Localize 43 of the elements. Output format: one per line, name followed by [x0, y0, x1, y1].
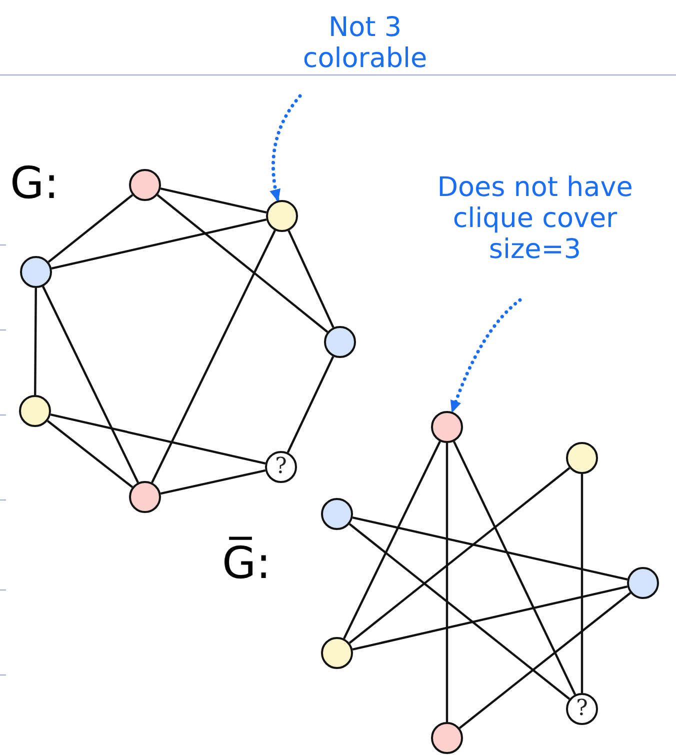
graph-edge — [452, 440, 576, 696]
graph-edge — [458, 592, 632, 729]
graph-name: G̅: — [222, 538, 271, 589]
graph-edge — [348, 523, 570, 700]
graph-edge — [446, 443, 448, 722]
graph-edge — [34, 288, 37, 395]
vertex-circle — [129, 481, 161, 513]
graph-name: G: — [10, 158, 59, 209]
vertex-mark: ? — [576, 698, 588, 720]
vertex-circle — [431, 722, 463, 754]
vertex-circle — [566, 693, 598, 725]
graph-edge — [156, 194, 328, 333]
graph-edge — [352, 586, 628, 650]
graph-edge — [348, 467, 570, 644]
vertex-circle — [321, 498, 353, 530]
graph-edge — [343, 440, 441, 640]
graph-edge — [42, 286, 140, 484]
vertex-circle — [566, 442, 598, 474]
handwritten-note: Not 3 colorable — [270, 12, 460, 74]
dotted-arrow — [270, 94, 302, 202]
vertex-circle — [431, 411, 463, 443]
vertex-circle — [20, 256, 52, 288]
vertex-circle — [129, 169, 161, 201]
graph-edge — [46, 420, 134, 488]
vertex-circle — [627, 567, 659, 599]
vertex-circle — [321, 637, 353, 669]
graph-edge — [580, 474, 584, 693]
graph-edge — [160, 469, 266, 495]
vertex-circle — [266, 200, 298, 232]
vertex-circle — [19, 395, 51, 427]
vertex-circle — [324, 326, 356, 358]
graph-edge — [286, 356, 334, 453]
graph-edge — [48, 194, 134, 263]
graph-edge — [51, 218, 267, 270]
graph-edge — [160, 187, 267, 214]
dotted-arrow — [450, 298, 522, 414]
graph-edge — [288, 230, 334, 328]
graph-edge — [151, 230, 276, 484]
vertex-mark: ? — [275, 456, 287, 478]
handwritten-note: Does not have clique cover size=3 — [420, 172, 650, 266]
graph-edge — [352, 516, 628, 581]
graph-edge — [50, 413, 266, 465]
vertex-circle — [265, 451, 297, 483]
